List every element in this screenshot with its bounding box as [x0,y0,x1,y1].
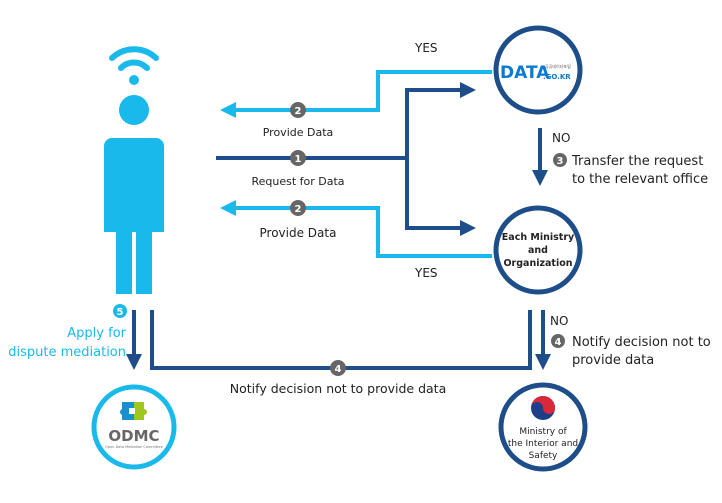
label: provide data [572,353,654,368]
step-3-badge [553,153,567,167]
label: Ministry of [519,427,567,437]
step-2-badge [290,200,306,216]
label: Request for Data [251,175,344,188]
label: and [528,245,548,256]
label: YES [414,266,438,280]
label: NO [550,314,568,328]
label: YES [414,41,438,55]
label: Transfer the request [571,154,703,169]
label: Organization [503,258,572,269]
label: 공공데이터포털 [545,63,571,69]
label: 4 [335,364,342,375]
step-4-badge [330,360,346,376]
label: 5 [117,307,124,318]
label: dispute mediation [8,345,126,360]
label: Each Ministry [502,232,575,243]
label: Notify decision not to [572,335,711,350]
label: 4 [555,337,562,348]
notify-bottom-line [150,310,532,370]
label: Safety [529,451,558,461]
step-1-badge [290,150,306,166]
label: Open Data Mediation Committee [105,445,163,449]
label: 2 [295,106,302,117]
label: Provide Data [263,126,334,139]
step-4-badge [551,334,565,348]
label: to the relevant office [572,172,708,187]
label: Provide Data [260,226,337,240]
mois-node: Ministry of the Interior and Safety [498,382,588,472]
label: ODMC [108,427,159,445]
label: DATA [500,63,550,83]
user-icon [104,46,164,294]
odmc-node: ODMC Open Data Mediation Committee [91,384,177,470]
label: Notify decision not to provide data [230,381,446,396]
label: .GO.KR [543,73,571,81]
flow-lines [126,70,551,370]
ministry-node: Each Ministry and Organization [493,205,583,295]
label: Apply for [67,326,126,341]
taegeuk-emblem-icon [531,396,555,420]
label: NO [552,131,570,145]
odmc-logo [120,402,147,420]
label: 1 [295,154,302,165]
step-5-badge [113,304,127,318]
label: 3 [557,156,564,167]
data-go-kr-node: DATA .GO.KR 공공데이터포털 [493,25,583,115]
label: the Interior and [508,439,578,449]
request-arrow-top [405,82,476,158]
label: 2 [295,204,302,215]
request-arrow-bottom [405,158,476,236]
step-2-badge [290,102,306,118]
